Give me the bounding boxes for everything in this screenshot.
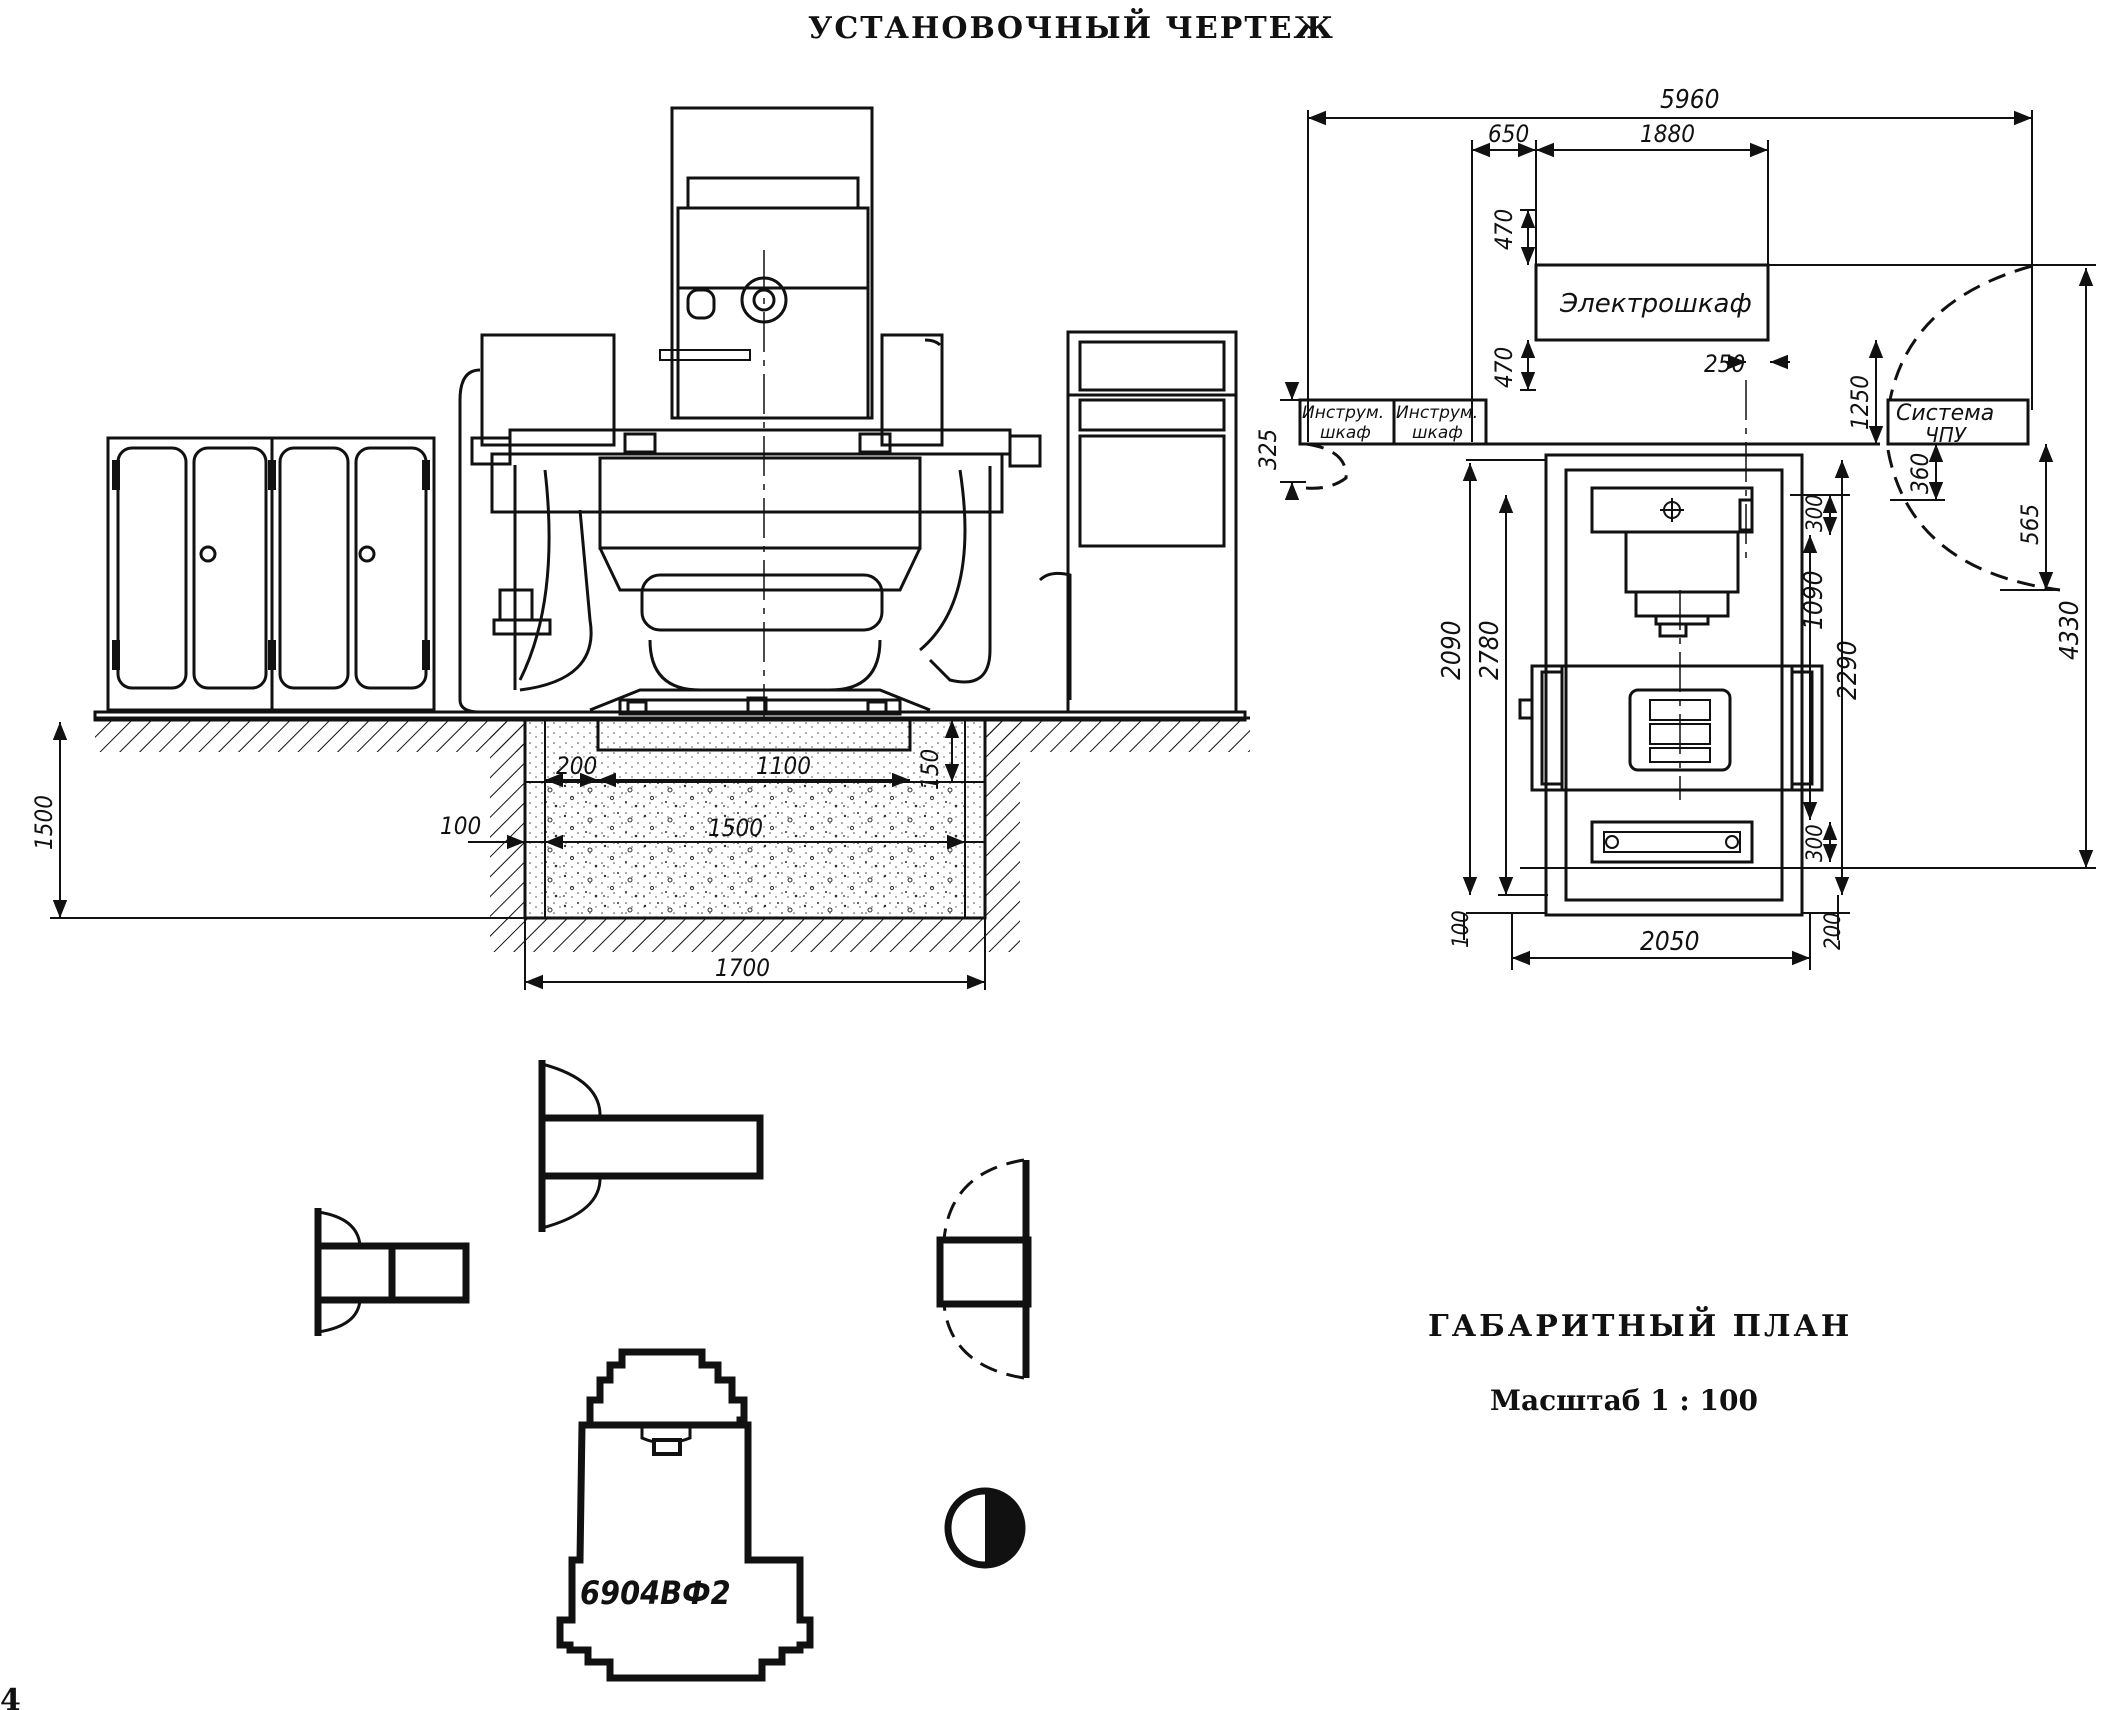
floor-hatching [93, 710, 1250, 952]
dim-2780: 2780 [1475, 620, 1505, 680]
dim-1090: 1090 [1799, 570, 1829, 630]
dim-200-top: 200 [1821, 912, 1846, 950]
svg-text:Инструм.: Инструм. [1302, 403, 1384, 423]
svg-text:Инструм.: Инструм. [1396, 403, 1478, 423]
dim-1500-front-v: 1500 [30, 795, 58, 850]
dim-1500-front-h: 1500 [708, 814, 763, 842]
symbol-tool-cabinets [314, 1208, 470, 1336]
svg-text:шкаф: шкаф [1320, 423, 1371, 443]
tool-cabinets-front [106, 436, 436, 712]
electrical-cabinet-label: Электрошкаф [1559, 289, 1752, 319]
front-view: 200 1100 150 100 1500 1500 1700 [30, 106, 1250, 990]
layout-plan-symbols: 6904ВФ2 [314, 1060, 1032, 1682]
cnc-system-top [1886, 398, 2030, 446]
electrical-cabinet [1534, 263, 1770, 342]
svg-text:шкаф: шкаф [1412, 423, 1463, 443]
dim-150-front: 150 [916, 749, 944, 790]
machine-top-plan [1518, 380, 1824, 917]
front-dimensions: 200 1100 150 100 1500 1500 1700 [30, 720, 986, 990]
page-number: 4 [0, 1683, 21, 1710]
dim-100-front: 100 [440, 812, 481, 840]
dim-300-lower: 300 [1803, 824, 1828, 862]
cabinet-knob-icon [199, 545, 217, 563]
dim-100-top: 100 [1449, 910, 1474, 948]
dim-1700-front: 1700 [715, 954, 770, 982]
dim-2090: 2090 [1437, 620, 1467, 680]
dim-1250: 1250 [1846, 375, 1874, 430]
dim-1100-front: 1100 [756, 752, 811, 780]
dim-565: 565 [2016, 504, 2044, 545]
dim-250: 250 [1704, 350, 1745, 378]
operator-position-icon [944, 1487, 1026, 1569]
tool-cabinet-2-top [1392, 398, 1488, 446]
svg-text:Система: Система [1896, 401, 1994, 426]
page-title: УСТАНОВОЧНЫЙ ЧЕРТЕЖ [808, 8, 1335, 46]
symbol-machine: 6904ВФ2 [556, 1348, 814, 1682]
dim-650: 650 [1488, 120, 1529, 148]
dim-5960: 5960 [1660, 85, 1720, 115]
machine-model-label: 6904ВФ2 [580, 1574, 731, 1612]
dim-300-top: 300 [1803, 494, 1828, 532]
milling-machine-front [458, 106, 1072, 720]
dim-2290: 2290 [1833, 640, 1863, 700]
cabinet-knob-icon [358, 545, 376, 563]
dim-4330: 4330 [2055, 600, 2085, 660]
dim-1880: 1880 [1640, 120, 1695, 148]
dim-200-front: 200 [556, 752, 597, 780]
dim-470-top: 470 [1490, 209, 1518, 250]
symbol-cnc-system [936, 1158, 1032, 1380]
dim-2050: 2050 [1640, 927, 1700, 957]
symbol-electrical-cabinet [538, 1060, 764, 1232]
dim-360: 360 [1906, 453, 1934, 494]
plan-title: ГАБАРИТНЫЙ ПЛАН [1428, 1306, 1852, 1344]
top-view: 5960 650 1880 Электрошкаф 470 470 250 Ин… [1254, 85, 2096, 970]
svg-text:ЧПУ: ЧПУ [1925, 423, 1968, 447]
cnc-cabinet-front [1066, 330, 1238, 714]
plan-scale: Масштаб 1 : 100 [1490, 1384, 1758, 1417]
dim-470-bottom: 470 [1490, 347, 1518, 388]
dim-325: 325 [1254, 429, 1282, 470]
